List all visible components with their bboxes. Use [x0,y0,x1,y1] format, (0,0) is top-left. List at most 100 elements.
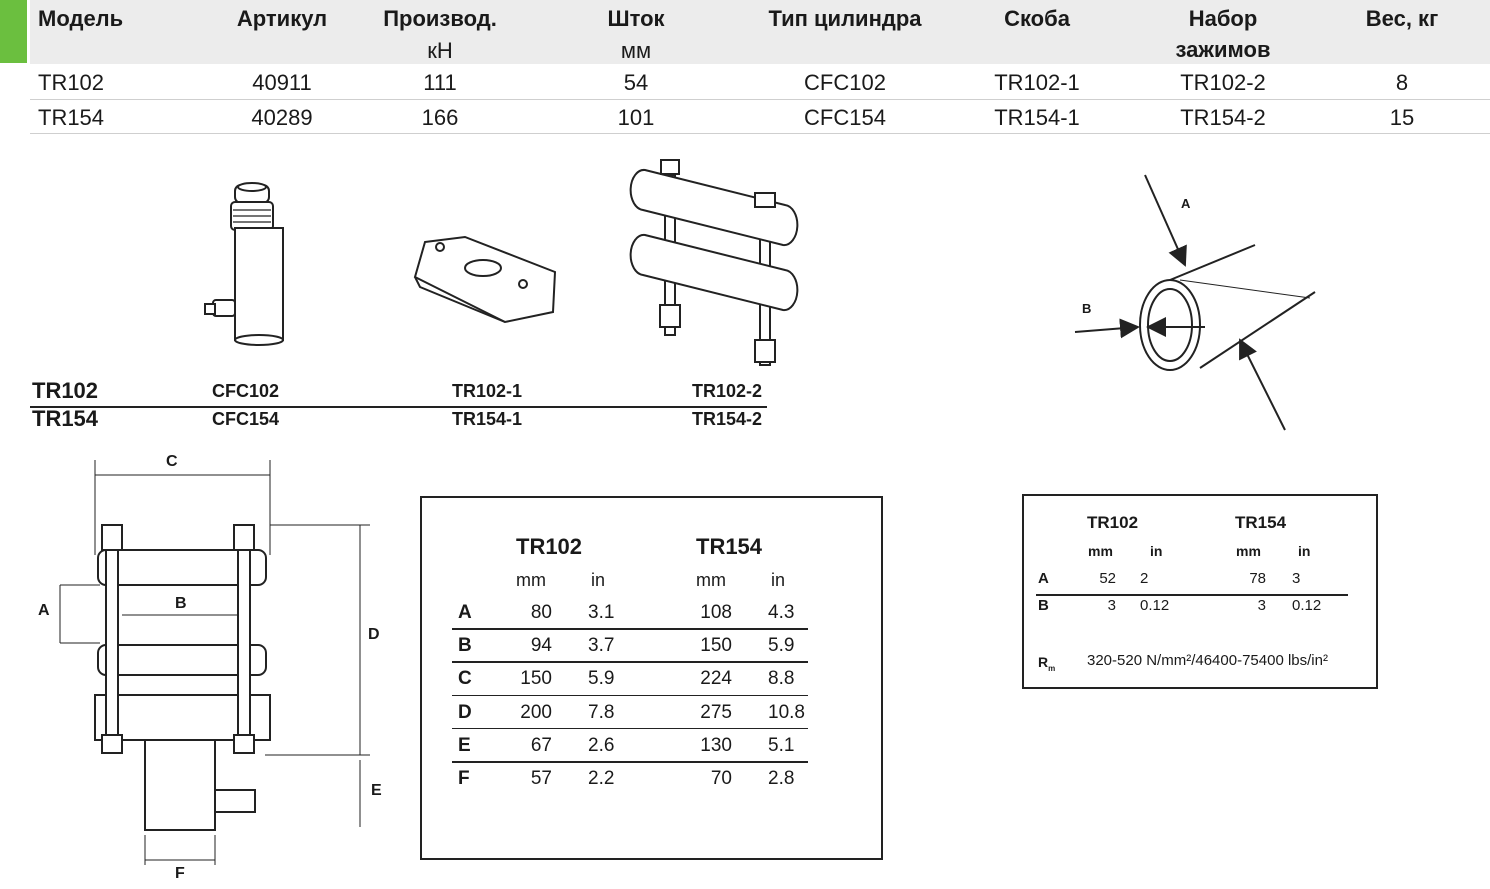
row-value: 3 [1292,570,1301,587]
parts-divider [30,406,767,408]
row-label: F [458,768,470,789]
row-value: 10.8 [768,701,805,723]
row-divider [452,727,808,730]
row-divider [30,133,1490,134]
row-value: 3.1 [588,602,615,623]
dim-table-model-2: TR154 [696,534,763,559]
row-divider [452,628,808,630]
row-value: 275 [700,701,732,723]
cell-stroke: 54 [623,70,649,95]
row-label: B [458,635,472,657]
row-value: 2.2 [588,768,615,789]
cell-cylinder: CFC102 [804,70,886,95]
accent-bar [0,0,27,63]
row-value: 200 [520,701,552,723]
rm-label: Rm [1038,654,1056,673]
pipe-table-unit: mm [1088,543,1113,559]
row-label: E [458,734,471,756]
cell-article: 40289 [251,105,313,130]
row-value: 8.8 [768,668,795,690]
row-value: 5.9 [588,668,615,690]
row-label: D [458,701,472,723]
dim-label-d: D [368,626,380,643]
header-bracket: Скоба [1004,6,1070,31]
row-value: 5.1 [768,734,795,756]
dim-table-unit: mm [516,570,546,590]
row-value: 80 [530,602,552,623]
row-divider [452,761,808,763]
header-cylinder-type: Тип цилиндра [768,6,922,31]
row-value: 150 [520,668,552,690]
parts-model-2: TR154 [32,406,99,431]
row-value: 150 [700,635,732,657]
header-model: Модель [38,6,124,31]
row-value: 52 [1099,570,1116,587]
table-header-bar [30,0,1490,64]
dim-label-f: F [175,865,185,882]
header-weight: Вес, кг [1365,6,1439,31]
parts-bracket-1: TR102-1 [452,381,523,401]
dim-table-unit: in [771,570,786,590]
row-divider [30,99,1490,100]
dimension-diagram [59,460,370,865]
cell-model: TR154 [38,105,105,130]
row-value: 3 [1107,597,1116,614]
header-clamp-set-2: зажимов [1175,37,1271,62]
row-value: 0.12 [1292,597,1322,614]
row-value: 2 [1140,570,1149,587]
pipe-label-b: B [1082,301,1092,316]
parts-cylinder-2: CFC154 [212,409,280,429]
row-value: 3.7 [588,635,615,657]
row-value: 5.9 [768,635,795,657]
row-label: B [1038,597,1049,614]
pipe-table-model-1: TR102 [1087,513,1139,532]
row-label: A [1038,570,1049,587]
cell-article: 40911 [252,70,312,95]
dim-label-c: C [166,453,178,470]
row-value: 224 [700,668,732,690]
cylinder-illustration [204,182,284,346]
parts-clamp-set-1: TR102-2 [692,381,763,401]
pipe-diagram [1074,174,1316,431]
row-value: 57 [530,768,552,789]
pipe-label-a: A [1181,196,1191,211]
cell-clamp-set: TR154-2 [1180,105,1266,130]
cell-clamp-set: TR102-2 [1180,70,1266,95]
header-stroke: Шток [607,6,665,31]
cell-weight: 8 [1395,70,1409,95]
header-capacity-unit: кН [427,38,453,63]
cell-bracket: TR102-1 [994,70,1080,95]
dim-table-unit: in [591,570,606,590]
dim-table-unit: mm [696,570,726,590]
header-capacity: Производ. [383,6,497,31]
row-value: 78 [1249,570,1266,587]
cell-bracket: TR154-1 [994,105,1080,130]
cell-capacity: 111 [423,70,457,95]
parts-cylinder-1: CFC102 [212,381,280,401]
row-value: 0.12 [1140,597,1170,614]
bracket-illustration [413,235,557,324]
row-value: 2.8 [768,768,795,789]
row-value: 130 [700,734,732,756]
pipe-table-model-2: TR154 [1235,513,1287,532]
row-divider [1036,594,1348,596]
pipe-table-unit: in [1298,543,1311,559]
cell-cylinder: CFC154 [804,105,886,130]
row-value: 2.6 [588,734,615,756]
row-value: 7.8 [588,701,615,723]
row-value: 3 [1257,597,1266,614]
row-divider [452,661,808,663]
row-value: 108 [700,602,732,623]
dim-label-e: E [371,782,382,799]
clamp-set-illustration [629,159,799,366]
parts-model-1: TR102 [32,378,99,403]
header-stroke-unit: мм [620,38,652,63]
parts-bracket-2: TR154-1 [452,409,523,429]
row-value: 94 [530,635,552,657]
dim-label-b: B [175,595,187,612]
cell-stroke: 101 [617,105,655,130]
header-article: Артикул [236,6,328,31]
parts-clamp-set-2: TR154-2 [692,409,763,429]
dim-label-a: A [38,602,50,619]
